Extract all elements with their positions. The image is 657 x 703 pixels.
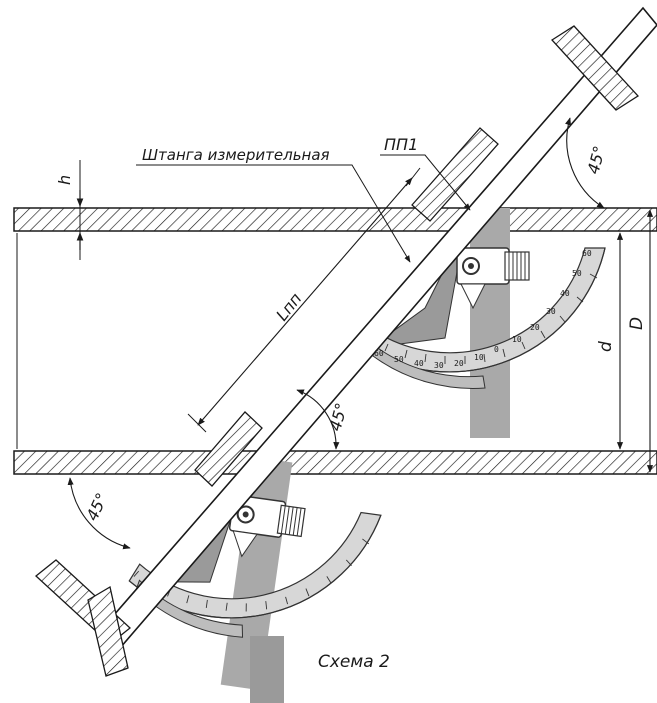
angle-arc-bottom-left: [67, 477, 131, 550]
scale-number: 30: [434, 361, 444, 370]
transducer-leader: [380, 154, 471, 211]
scale-number: 0: [494, 345, 499, 354]
angle-label-top-right: 45°: [584, 144, 610, 176]
scale-number: 40: [414, 359, 424, 368]
scheme-label: Схема 2: [318, 652, 390, 672]
upper-flange-collar: [411, 127, 499, 222]
angle-arc-top-right: [565, 117, 605, 209]
pipe-bottom-wall: [13, 450, 657, 475]
rod-label: Штанга измерительная: [142, 146, 330, 164]
transducer-label: ПП1: [384, 135, 418, 154]
angle-label-bottom-left: 45°: [82, 490, 111, 524]
scale-number: 10: [474, 353, 484, 362]
rod-leader: [136, 164, 411, 263]
lpp-extension-2: [405, 167, 421, 187]
lower-flange-collar: [194, 411, 263, 487]
scale-number: 10: [512, 335, 522, 344]
D-label: D: [627, 317, 647, 330]
scale-number: 60: [582, 249, 592, 258]
lower-stem: [250, 636, 284, 703]
scale-number: 50: [572, 269, 582, 278]
lpp-label: Lпп: [272, 289, 305, 324]
pipe-top-wall: [13, 207, 657, 232]
measuring-rod: [98, 6, 657, 650]
scale-number: 30: [546, 307, 556, 316]
scale-number: 60: [374, 349, 384, 358]
scale-number: 40: [560, 289, 570, 298]
scale-number: 50: [394, 355, 404, 364]
lpp-dimension-line: [197, 177, 413, 426]
h-label: h: [55, 175, 74, 185]
scale-number: 20: [530, 323, 540, 332]
d-label: d: [596, 341, 616, 352]
lower-flange-right: [87, 585, 129, 677]
lpp-extension-1: [187, 413, 207, 433]
angle-arc-middle: [296, 389, 340, 450]
upper-flange: [550, 25, 640, 111]
scale-number: 20: [454, 359, 464, 368]
upper-scale-numbers: 60 50 40 30 20 10 0 10 20 30 40 50 60: [374, 249, 592, 370]
